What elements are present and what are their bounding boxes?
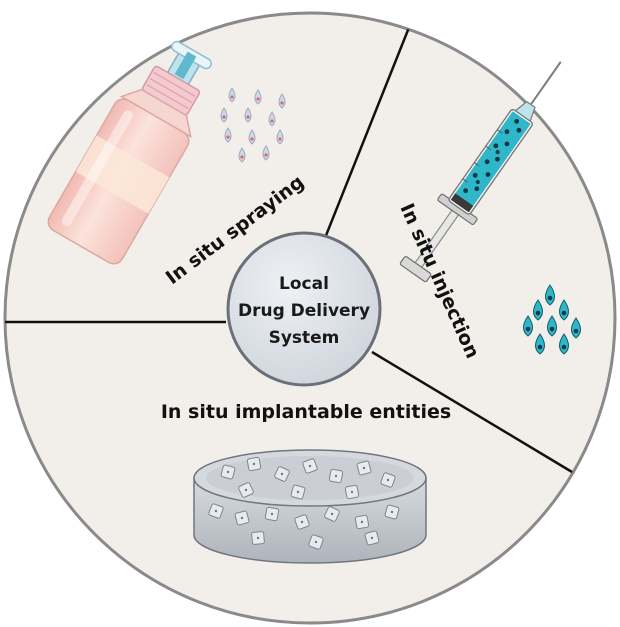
center-title-line-3: System (269, 328, 340, 348)
divider-top-right (315, 19, 414, 259)
center-title: Local Drug Delivery System (238, 274, 370, 348)
label-in-situ-implantable-entities: In situ implantable entities (161, 401, 451, 423)
center-title-line-1: Local (279, 274, 329, 294)
injection-droplets (523, 284, 581, 355)
divider-bottom-right (371, 350, 573, 474)
center-circle (226, 231, 382, 387)
spray-bottle-illustration (47, 40, 212, 265)
spray-droplets (220, 87, 286, 163)
center-title-line-2: Drug Delivery (238, 301, 370, 321)
section-dividers (5, 19, 573, 474)
syringe-illustration (399, 61, 562, 283)
implant-disk-illustration (193, 449, 427, 564)
